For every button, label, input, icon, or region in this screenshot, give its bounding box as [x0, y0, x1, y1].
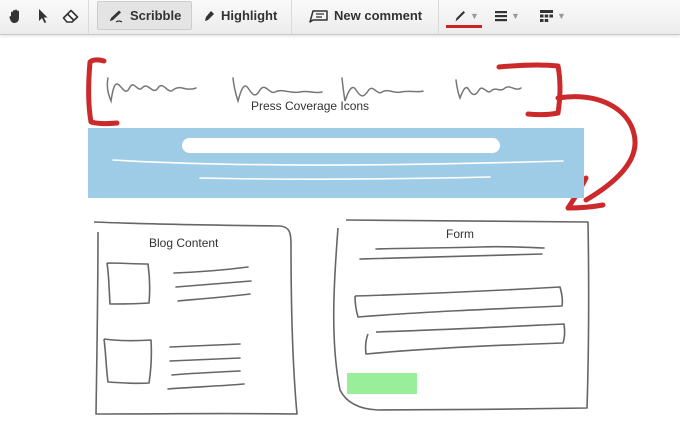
- new-comment-label: New comment: [334, 8, 423, 23]
- form-text-line: [359, 253, 543, 260]
- highlight-button[interactable]: Highlight: [203, 1, 281, 30]
- blog-text-line: [169, 357, 241, 362]
- pointer-icon: [39, 8, 48, 23]
- form-box: [332, 219, 590, 411]
- pen-color-dropdown[interactable]: ▼: [446, 1, 482, 30]
- header-scribble: [455, 79, 522, 101]
- blog-text-line: [171, 370, 241, 376]
- pen-icon: [455, 10, 465, 21]
- header-scribble: [232, 77, 323, 104]
- blog-text-line: [167, 383, 245, 390]
- form-text-line: [375, 245, 545, 250]
- banner-line: [199, 176, 491, 180]
- form-submit-button-sketch: [347, 373, 417, 394]
- sketch-layer: [86, 57, 638, 415]
- scribble-label: Scribble: [130, 8, 182, 23]
- blog-thumbnail: [106, 262, 151, 305]
- red-bracket-right: [496, 62, 563, 118]
- line-weight-icon: [495, 10, 507, 21]
- blog-content-label: Blog Content: [149, 236, 219, 250]
- highlighter-icon: [205, 10, 214, 21]
- chevron-down-icon: ▼: [511, 10, 520, 21]
- chevron-down-icon: ▼: [470, 10, 479, 21]
- eraser-icon: [62, 9, 78, 23]
- form-input-sketch: [364, 323, 566, 355]
- banner-line: [112, 159, 564, 166]
- drawing-canvas[interactable]: Press Coverage Icons Blog Content Form: [0, 35, 680, 448]
- pan-tool-button[interactable]: [5, 1, 27, 30]
- eraser-tool-button[interactable]: [59, 1, 81, 30]
- banner-white-bar: [182, 138, 500, 153]
- toolbar-separator: [291, 0, 292, 34]
- form-input-sketch: [354, 286, 564, 318]
- red-arrow-curve: [555, 94, 638, 203]
- new-comment-button[interactable]: New comment: [309, 1, 429, 30]
- toolbar: Scribble Highlight New comment ▼ ▼: [0, 0, 680, 35]
- pen-color-swatch: [446, 25, 482, 28]
- pencil-icon: [110, 10, 123, 23]
- blog-text-line: [175, 280, 252, 288]
- header-scribble: [106, 77, 197, 104]
- comment-icon: [309, 9, 328, 23]
- scribble-button[interactable]: Scribble: [97, 1, 192, 30]
- blog-text-line: [177, 293, 251, 302]
- chevron-down-icon: ▼: [557, 10, 566, 21]
- toolbar-separator: [88, 0, 89, 34]
- blog-content-box: [93, 221, 298, 415]
- layout-dropdown[interactable]: ▼: [535, 1, 571, 30]
- header-scribble: [341, 77, 424, 102]
- grid-layout-icon: [540, 9, 553, 22]
- blog-text-line: [173, 266, 249, 274]
- hand-icon: [9, 9, 19, 23]
- header-label: Press Coverage Icons: [251, 99, 370, 113]
- line-width-dropdown[interactable]: ▼: [489, 1, 525, 30]
- highlight-label: Highlight: [221, 8, 278, 23]
- toolbar-separator: [438, 0, 439, 34]
- blog-text-line: [169, 343, 241, 348]
- form-label: Form: [446, 227, 474, 241]
- red-bracket-left: [86, 57, 120, 127]
- select-tool-button[interactable]: [33, 1, 53, 30]
- blog-thumbnail: [103, 338, 153, 385]
